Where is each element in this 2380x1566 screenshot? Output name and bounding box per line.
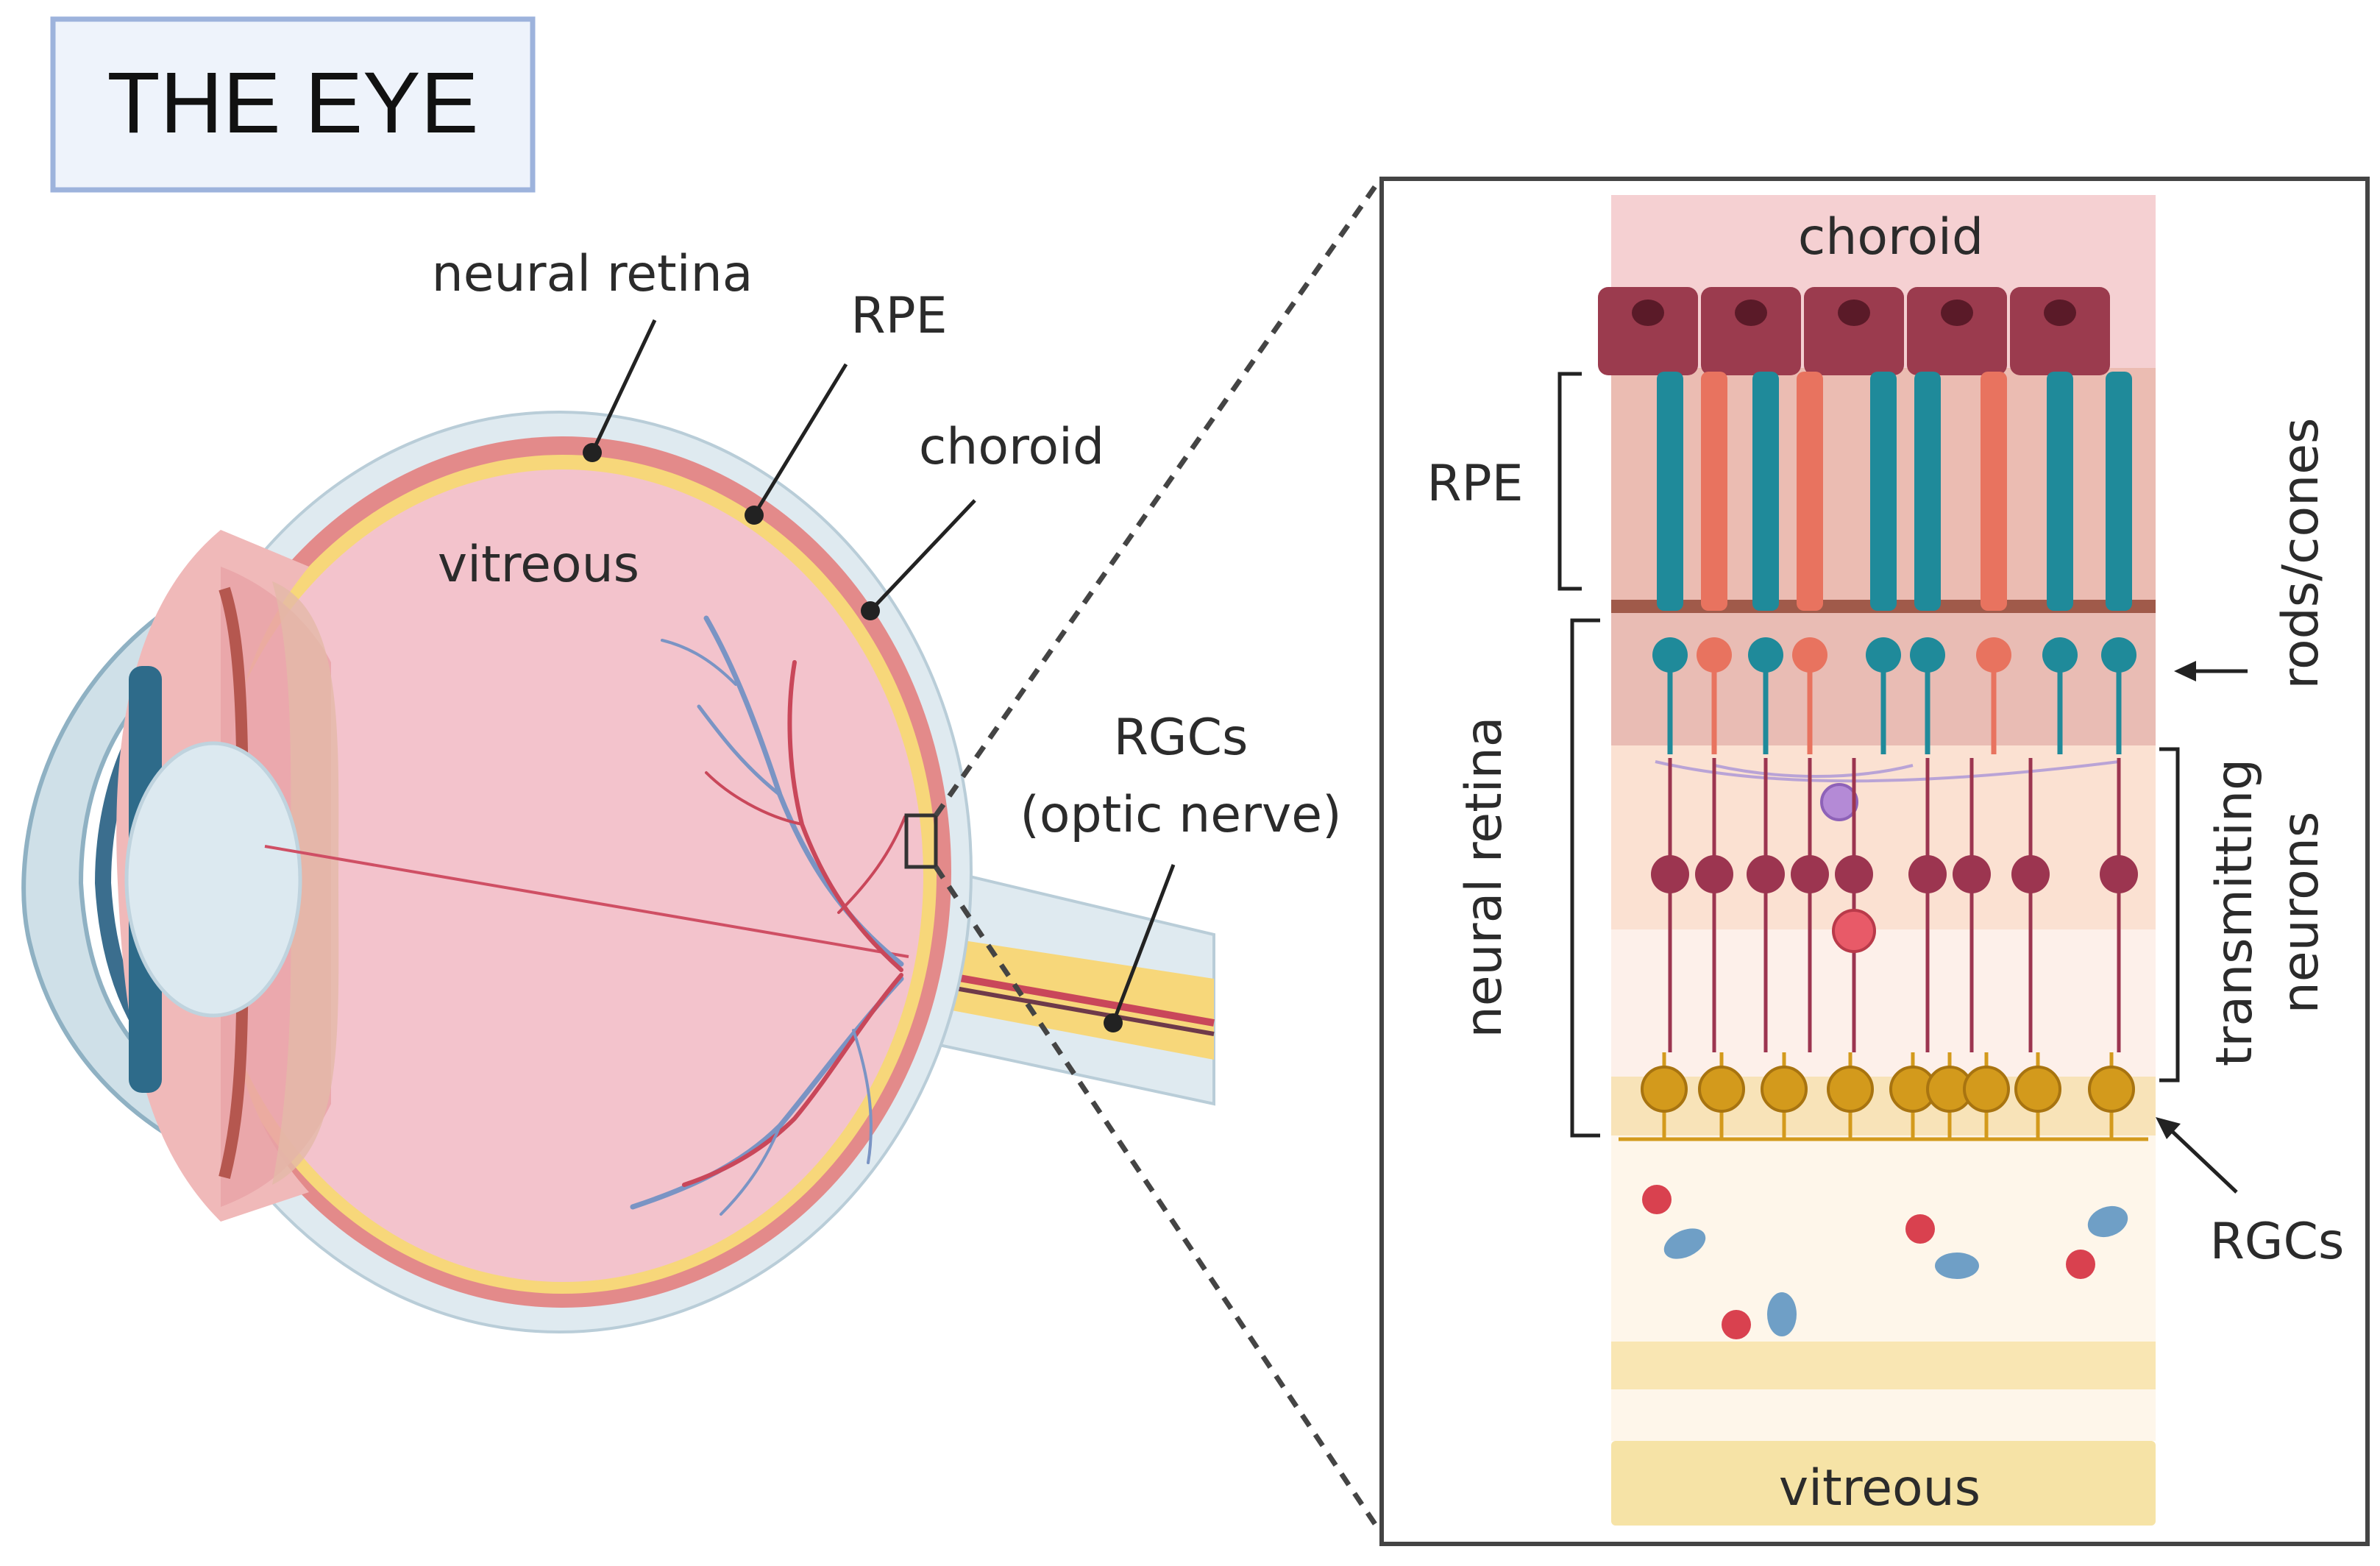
rpe-nucleus (1838, 300, 1870, 326)
cone-cell-body (1976, 637, 2011, 673)
rpe-nucleus (1632, 300, 1664, 326)
rod-cell-body (1748, 637, 1783, 673)
rod-outer-segment (1870, 372, 1897, 611)
cone-outer-segment (1981, 372, 2007, 611)
cone-outer-segment (1701, 372, 1727, 611)
rod-cell-body (2042, 637, 2078, 673)
rpe-nucleus (1735, 300, 1767, 326)
rgc-cell (1827, 1066, 1874, 1113)
rpe-cells (1598, 287, 2110, 375)
rod-cell-body (1866, 637, 1901, 673)
inset-label-neural-retina: neural retina (1455, 717, 1513, 1038)
bipolar-cell (2011, 855, 2050, 893)
rgc-cell (1698, 1066, 1745, 1113)
rod-cell-body (2101, 637, 2136, 673)
rpe-cell (2010, 287, 2110, 375)
rpe-nucleus (2044, 300, 2076, 326)
zoom-marker (904, 813, 938, 869)
label-optic-nerve: (optic nerve) (1020, 786, 1341, 844)
rod-outer-segment (1752, 372, 1779, 611)
label-rpe: RPE (850, 287, 947, 345)
rgc-cells (1641, 1052, 2135, 1139)
vitreous-cells (1642, 1185, 2128, 1339)
cone-cell-body (1697, 637, 1732, 673)
bipolar-cell (1953, 855, 1991, 893)
label-vitreous: vitreous (438, 536, 639, 594)
inset-label-transmitting: transmitting (2206, 759, 2264, 1066)
rpe-cell (1804, 287, 1904, 375)
eye-leaders (590, 319, 1176, 1024)
bipolar-cell (1695, 855, 1733, 893)
bipolar-cell (1791, 855, 1829, 893)
inset-brackets (1557, 372, 2180, 1138)
rgc-cell (2088, 1066, 2135, 1113)
lens (124, 741, 302, 1018)
title-box: THE EYE (50, 16, 536, 193)
bipolar-cell (1747, 855, 1785, 893)
rod-outer-segment (2047, 372, 2073, 611)
rgc-cell (1761, 1066, 1808, 1113)
cone-outer-segment (1797, 372, 1823, 611)
label-choroid: choroid (919, 418, 1104, 476)
horizontal-cell (1832, 909, 1876, 953)
rgc-cell (1963, 1066, 2010, 1113)
cone-cell-body (1792, 637, 1827, 673)
title-text: THE EYE (107, 54, 479, 152)
rgc-cell (2014, 1066, 2061, 1113)
inset-label-rods-cones: rods/cones (2272, 418, 2330, 690)
rod-cell-body (1910, 637, 1945, 673)
bipolar-cell (1835, 855, 1873, 893)
visual-axis (264, 845, 909, 958)
bipolar-cell (2100, 855, 2138, 893)
photoreceptors (1652, 372, 2136, 754)
rpe-cell (1598, 287, 1698, 375)
label-neural-retina: neural retina (432, 245, 753, 303)
eye-cross-section (21, 411, 1215, 1333)
zoom-lines (934, 178, 1382, 1532)
inset-panel (1379, 177, 2370, 1546)
inset-label-rpe: RPE (1427, 455, 1523, 513)
inset-label-choroid: choroid (1798, 208, 1983, 266)
eye-leader-dots (583, 443, 1123, 1032)
label-rgcs: RGCs (1114, 709, 1248, 767)
inset-label-neurons: neurons (2272, 812, 2330, 1014)
bipolar-cell (1908, 855, 1947, 893)
inset-label-vitreous: vitreous (1779, 1459, 1981, 1517)
transmitting-neurons (1651, 758, 2138, 1052)
rod-outer-segment (2106, 372, 2132, 611)
rod-cell-body (1652, 637, 1688, 673)
lens-zonule (272, 581, 339, 1185)
vitreous-body (202, 470, 923, 1282)
rpe-cell (1701, 287, 1801, 375)
inset-arrows (2156, 661, 2248, 1194)
rpe-cell (1907, 287, 2007, 375)
amacrine-cell (1820, 783, 1858, 821)
bipolar-cell (1651, 855, 1689, 893)
rpe-nucleus (1941, 300, 1973, 326)
inset-label-rgcs: RGCs (2210, 1213, 2345, 1271)
synaptic-connections (1655, 760, 2120, 783)
rod-outer-segment (1657, 372, 1683, 611)
rod-outer-segment (1914, 372, 1941, 611)
rgc-cell (1641, 1066, 1688, 1113)
retinal-vessels (630, 615, 906, 1216)
